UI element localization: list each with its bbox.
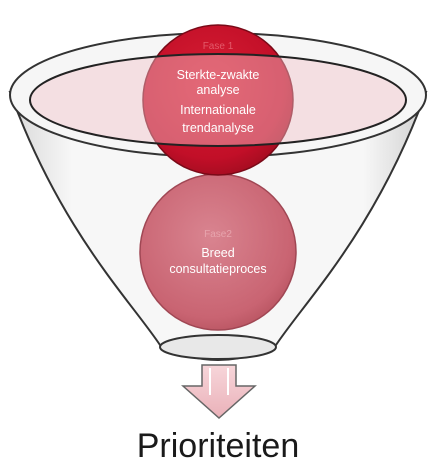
down-arrow-icon	[181, 364, 257, 420]
phase1-line-1: Sterkte-zwakte	[177, 68, 260, 82]
phase1-label: Fase 1	[203, 41, 234, 52]
phase2-line-2: consultatieproces	[169, 262, 266, 276]
phase1-line-2: analyse	[196, 83, 239, 97]
phase1-circle	[142, 24, 294, 176]
funnel-rim-inner	[29, 53, 407, 147]
phase1-line-3: Internationale	[180, 103, 256, 117]
phase1-line-4: trendanalyse	[182, 121, 254, 135]
funnel-spout	[159, 334, 277, 360]
phase2-line-1: Breed	[201, 246, 234, 260]
phase2-label: Fase2	[204, 229, 232, 240]
result-label: Prioriteiten	[137, 427, 300, 465]
